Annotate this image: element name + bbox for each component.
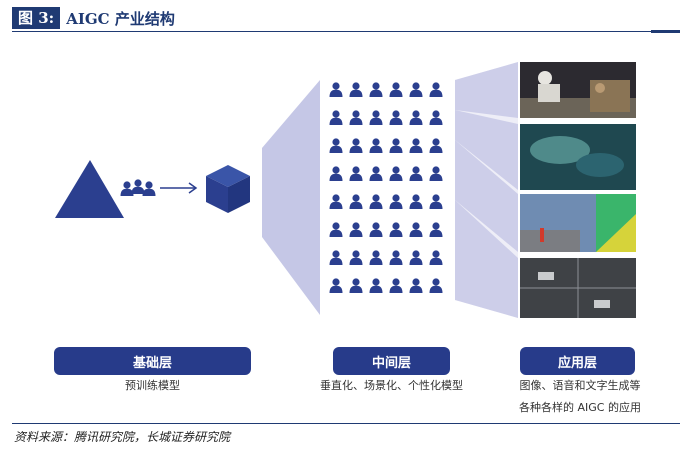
image-abstract-scene: [520, 124, 636, 190]
person-icon: [389, 110, 403, 125]
person-icon: [409, 222, 423, 237]
person-icon: [329, 166, 343, 181]
people-grid: [329, 82, 443, 293]
layer-middle-desc-line: 垂直化、场景化、个性化模型: [320, 379, 463, 392]
person-icon: [369, 82, 383, 97]
person-icon: [429, 278, 443, 293]
person-icon: [369, 138, 383, 153]
person-icon: [429, 82, 443, 97]
layer-foundation-button[interactable]: 基础层: [54, 347, 251, 375]
figure-label: 图 3: AIGC 产业结构: [12, 7, 175, 29]
person-icon: [409, 194, 423, 209]
person-icon: [389, 138, 403, 153]
person-icon: [389, 278, 403, 293]
person-icon: [369, 278, 383, 293]
person-icon: [429, 110, 443, 125]
bottom-rule: [12, 423, 680, 424]
person-icon: [349, 138, 363, 153]
image-astronaut-horse: [520, 62, 636, 118]
triangle-icon: [55, 160, 124, 218]
person-icon: [369, 194, 383, 209]
person-icon: [329, 250, 343, 265]
layer-application-desc-line-1: 图像、语音和文字生成等: [519, 379, 641, 392]
person-icon: [349, 82, 363, 97]
layer-middle-desc: 垂直化、场景化、个性化模型: [300, 375, 483, 397]
person-icon: [389, 194, 403, 209]
layer-application-desc-line-2: 各种各样的 AIGC 的应用: [519, 401, 641, 414]
figure-title: AIGC 产业结构: [66, 9, 175, 28]
image-highway-cars: [520, 258, 636, 318]
person-icon: [429, 250, 443, 265]
person-icon: [369, 222, 383, 237]
arrow-icon: [160, 182, 198, 194]
person-icon: [429, 166, 443, 181]
funnel-right: [455, 62, 518, 318]
funnel-left: [262, 80, 320, 315]
person-icon: [429, 222, 443, 237]
person-icon: [369, 166, 383, 181]
layer-foundation-desc-line: 预训练模型: [125, 379, 180, 392]
person-icon: [389, 166, 403, 181]
figure-tag: 图 3:: [12, 7, 61, 29]
person-icon: [349, 278, 363, 293]
person-icon: [329, 222, 343, 237]
person-icon: [349, 222, 363, 237]
layer-foundation-desc: 预训练模型: [54, 375, 251, 397]
layer-middle-button[interactable]: 中间层: [333, 347, 450, 375]
person-icon: [389, 222, 403, 237]
person-icon: [389, 82, 403, 97]
source-note: 资料来源：腾讯研究院，长城证券研究院: [14, 430, 231, 444]
person-icon: [409, 82, 423, 97]
person-icon: [329, 194, 343, 209]
people-group-icon: [120, 179, 156, 196]
person-icon: [389, 250, 403, 265]
person-icon: [349, 250, 363, 265]
person-icon: [409, 138, 423, 153]
person-icon: [429, 138, 443, 153]
person-icon: [329, 110, 343, 125]
person-icon: [349, 166, 363, 181]
person-icon: [409, 250, 423, 265]
person-icon: [349, 194, 363, 209]
person-icon: [329, 278, 343, 293]
person-icon: [409, 166, 423, 181]
cube-icon: [206, 165, 250, 213]
top-rule: [12, 31, 680, 32]
person-icon: [409, 110, 423, 125]
image-street-segmentation: [520, 194, 636, 252]
layer-application-button[interactable]: 应用层: [520, 347, 635, 375]
person-icon: [409, 278, 423, 293]
person-icon: [329, 82, 343, 97]
layer-application-desc: 图像、语音和文字生成等 各种各样的 AIGC 的应用: [500, 375, 660, 419]
person-icon: [329, 138, 343, 153]
person-icon: [429, 194, 443, 209]
top-rule-accent: [651, 30, 680, 33]
person-icon: [369, 250, 383, 265]
person-icon: [369, 110, 383, 125]
person-icon: [349, 110, 363, 125]
